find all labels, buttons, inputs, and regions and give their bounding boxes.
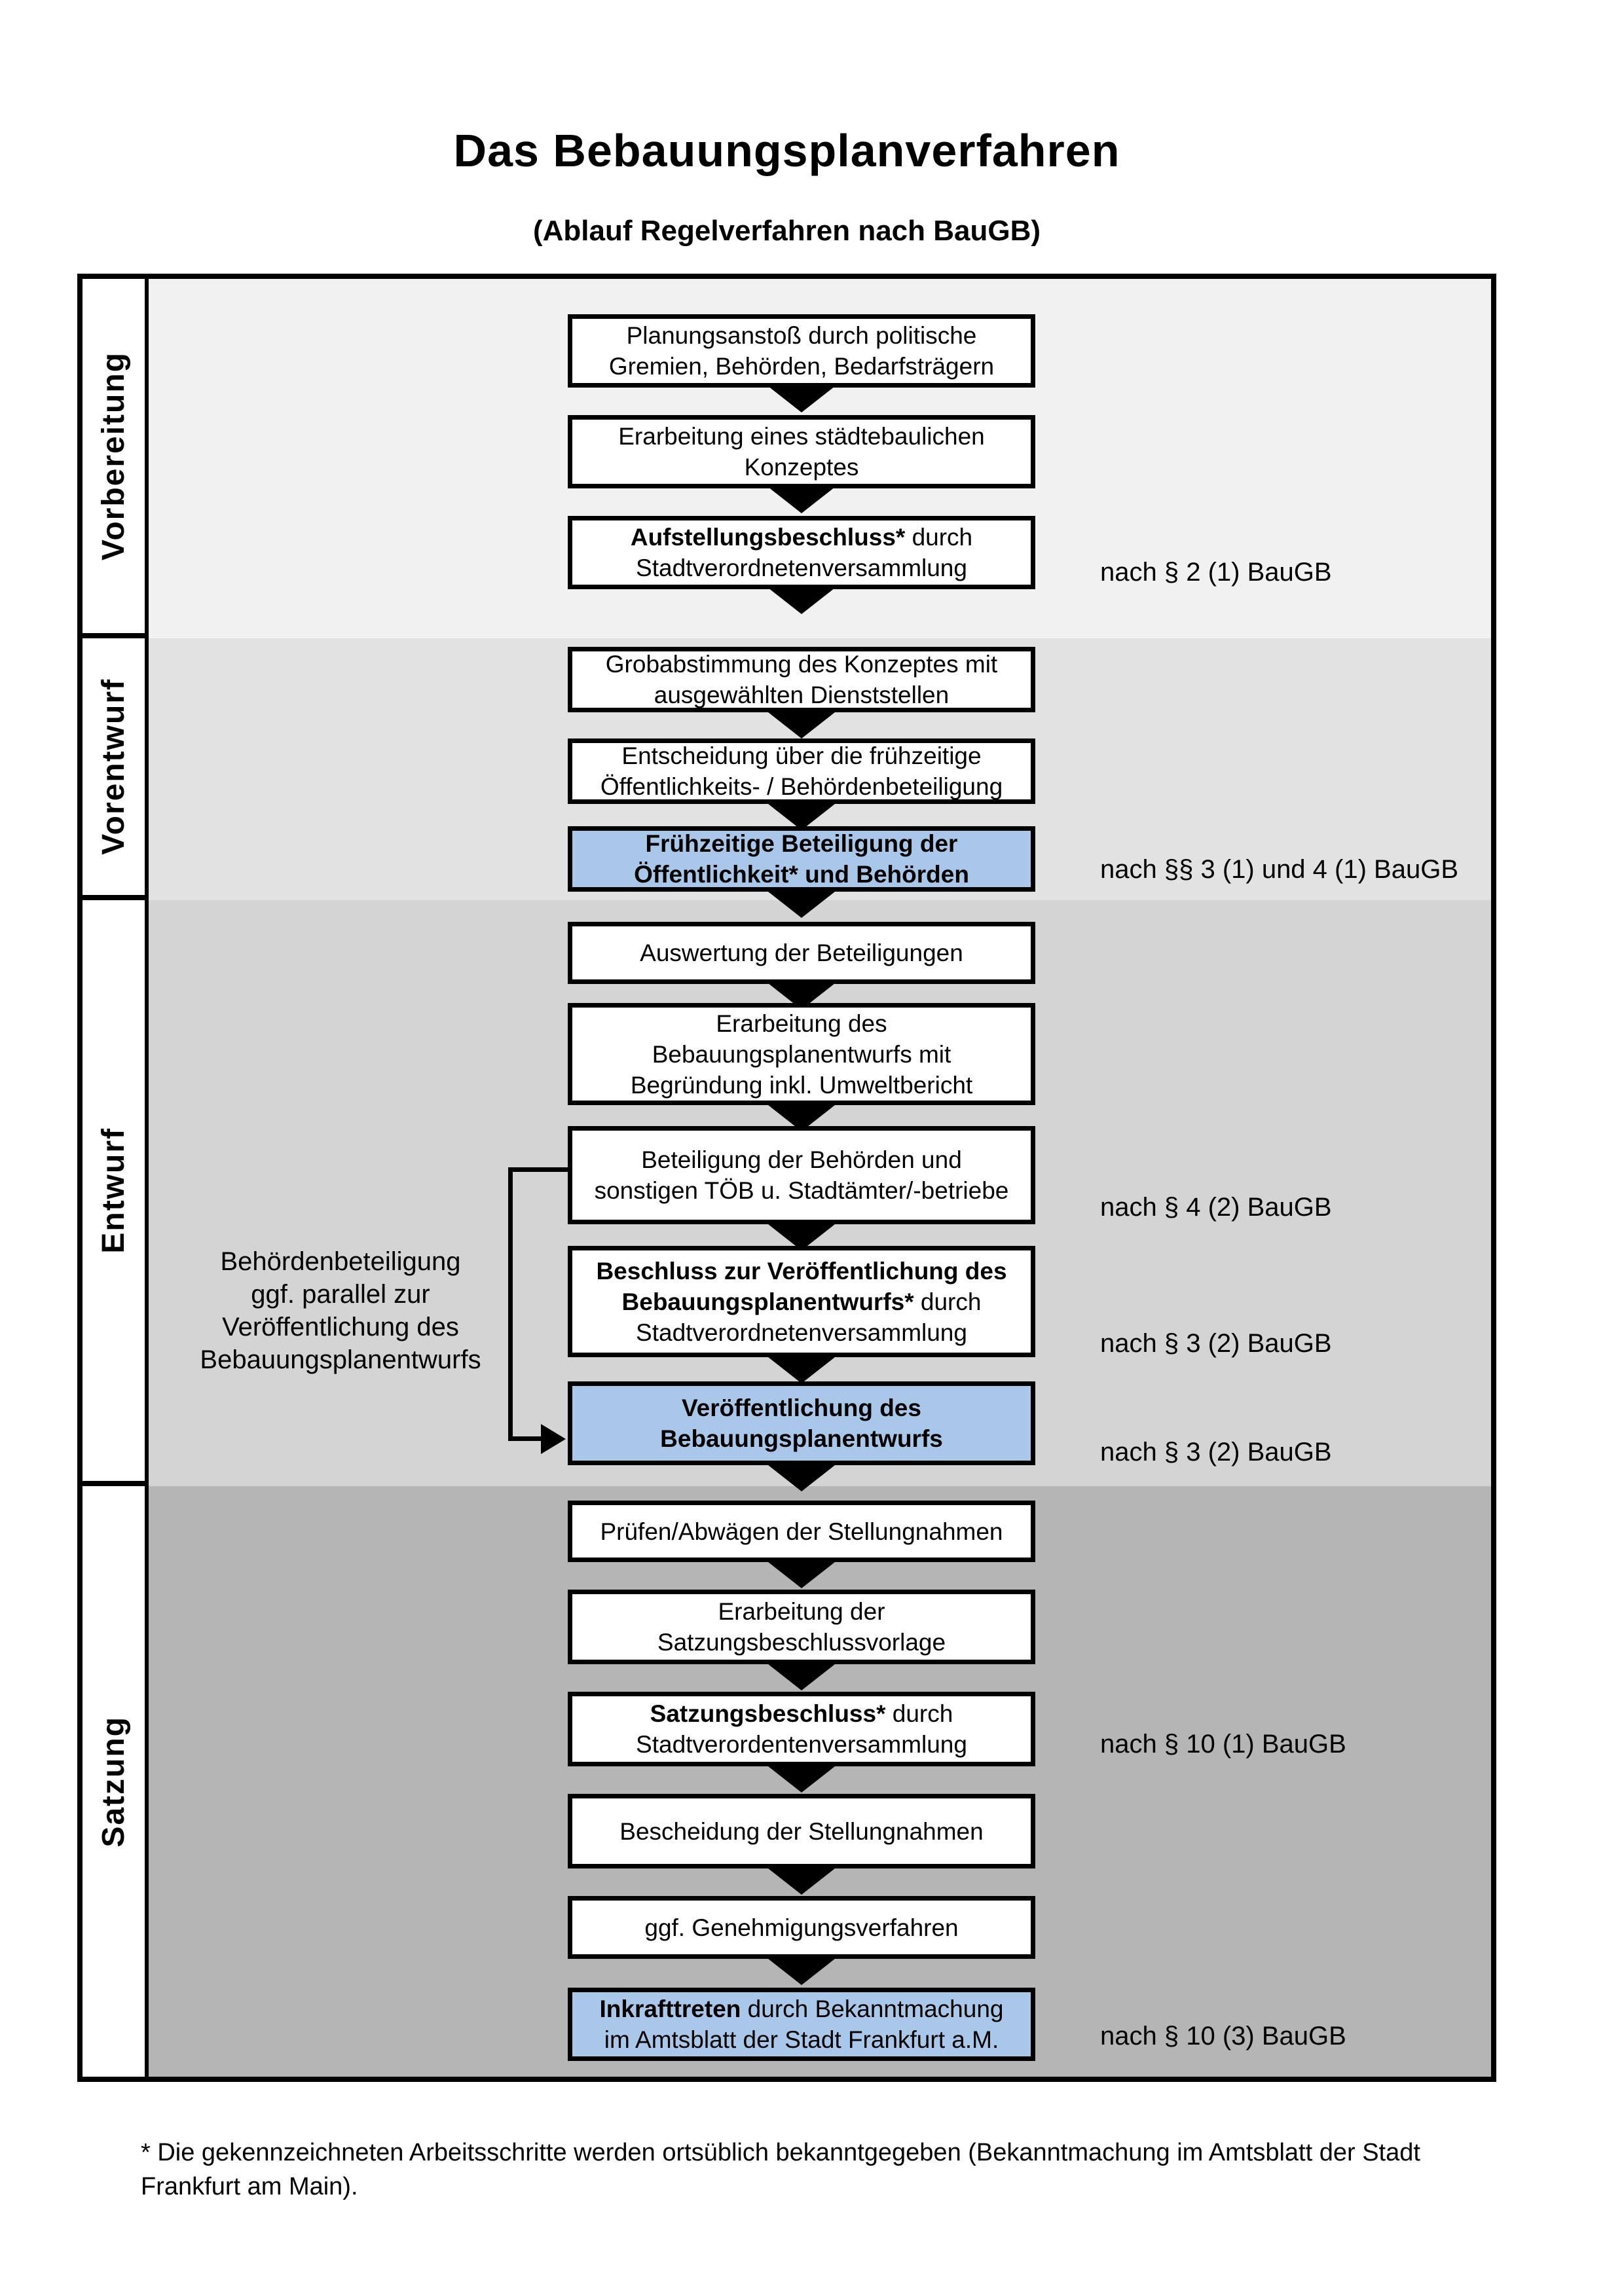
phase-cell-vorbereitung: Vorbereitung: [83, 279, 145, 638]
box-text-line: Begründung inkl. Umweltbericht: [630, 1071, 973, 1099]
flow-box-auswertung: Auswertung der Beteiligungen: [568, 922, 1035, 984]
box-text-line: Erarbeitung eines städtebaulichen: [618, 423, 985, 450]
arrow-down-icon: [765, 585, 838, 614]
arrow-down-icon: [765, 1764, 838, 1793]
box-text-line: Frühzeitige Beteiligung der: [645, 830, 958, 857]
flow-box-pruefen-abwaegen: Prüfen/Abwägen der Stellungnahmen: [568, 1501, 1035, 1562]
phase-label-entwurf: Entwurf: [96, 1127, 131, 1254]
box-text-line: Beschluss zur Veröffentlichung des: [596, 1257, 1007, 1285]
box-text-line: Bescheidung der Stellungnahmen: [619, 1817, 984, 1845]
legal-ref-fruehzeitige-beteiligung: nach §§ 3 (1) und 4 (1) BauGB: [1100, 855, 1458, 884]
flow-box-veroeffentlichung: Veröffentlichung des Bebauungsplanentwur…: [568, 1381, 1035, 1465]
box-text-line: im Amtsblatt der Stadt Frankfurt a.M.: [604, 2026, 999, 2053]
box-text-line: Beteiligung der Behörden und: [641, 1146, 962, 1173]
box-text-line: Öffentlichkeits- / Behördenbeteiligung: [600, 773, 1003, 800]
box-text-line: ausgewählten Dienststellen: [654, 682, 950, 708]
flow-box-erarbeitung-entwurf: Erarbeitung des Bebauungsplanentwurfs mi…: [568, 1003, 1035, 1105]
side-note-line: Bebauungsplanentwurfs: [200, 1345, 481, 1374]
flow-box-fruehzeitige-beteiligung: Frühzeitige Beteiligung der Öffentlichke…: [568, 826, 1035, 892]
box-text-line: Grobabstimmung des Konzeptes mit: [605, 651, 998, 678]
legal-ref-aufstellungsbeschluss: nach § 2 (1) BauGB: [1100, 558, 1332, 587]
box-text-line: Stadtverordentenversammlung: [636, 1731, 967, 1758]
flow-box-staedtebauliches-konzept: Erarbeitung eines städtebaulichen Konzep…: [568, 415, 1035, 488]
box-text-line: Konzeptes: [744, 454, 859, 481]
diagram-frame: [77, 274, 1496, 2082]
arrow-down-icon: [765, 1222, 838, 1250]
side-note-line: Veröffentlichung des: [222, 1313, 459, 1341]
legal-ref-veroeffentlichung: nach § 3 (2) BauGB: [1100, 1438, 1332, 1467]
flow-box-genehmigungsverfahren: ggf. Genehmigungsverfahren: [568, 1896, 1035, 1959]
box-text-line: Satzungsbeschluss* durch: [650, 1700, 953, 1727]
legal-ref-satzungsbeschluss: nach § 10 (1) BauGB: [1100, 1730, 1346, 1758]
page-title: Das Bebauungsplanverfahren: [453, 125, 1120, 176]
flow-box-beschluss-veroeffentlichung: Beschluss zur Veröffentlichung des Bebau…: [568, 1246, 1035, 1357]
arrow-down-icon: [765, 1355, 838, 1383]
phase-cell-satzung: Satzung: [83, 1486, 145, 2077]
box-text-line: Aufstellungsbeschluss* durch: [630, 524, 973, 551]
arrow-down-icon: [765, 1956, 838, 1985]
side-note-line: Behördenbeteiligung: [220, 1247, 461, 1276]
flow-box-satzungsbeschlussvorlage: Erarbeitung der Satzungsbeschlussvorlage: [568, 1590, 1035, 1664]
phase-cell-vorentwurf: Vorentwurf: [83, 638, 145, 900]
connector-line: [508, 1167, 513, 1441]
phase-cell-entwurf: Entwurf: [83, 900, 145, 1486]
flow-box-beteiligung-behoerden: Beteiligung der Behörden und sonstigen T…: [568, 1126, 1035, 1224]
footnote-line: Frankfurt am Main).: [141, 2173, 358, 2200]
arrow-down-icon: [765, 710, 838, 738]
connector-line: [508, 1436, 545, 1441]
arrow-down-icon: [765, 801, 838, 830]
arrow-down-icon: [765, 384, 838, 412]
phase-label-vorentwurf: Vorentwurf: [96, 678, 131, 855]
box-text-line: Stadtverordnetenversammlung: [636, 555, 967, 581]
page-subtitle: (Ablauf Regelverfahren nach BauGB): [532, 215, 1041, 247]
side-note-line: ggf. parallel zur: [251, 1280, 430, 1309]
arrow-down-icon: [765, 484, 838, 513]
box-text-line: Entscheidung über die frühzeitige: [621, 742, 982, 769]
connector-line: [508, 1167, 568, 1172]
box-text-line: Bebauungsplanentwurfs mit: [652, 1040, 951, 1068]
flow-box-satzungsbeschluss: Satzungsbeschluss* durch Stadtverordente…: [568, 1692, 1035, 1766]
box-text-line: Planungsanstoß durch politische: [626, 322, 977, 349]
arrow-down-icon: [765, 889, 838, 918]
phase-column-separator: [145, 279, 149, 2077]
flow-box-inkrafttreten: Inkrafttreten durch Bekanntmachung im Am…: [568, 1988, 1035, 2061]
box-text-line: Erarbeitung der: [718, 1598, 885, 1625]
legal-ref-behoerdenbeteiligung: nach § 4 (2) BauGB: [1100, 1193, 1332, 1222]
side-note: Behördenbeteiligung ggf. parallel zur Ve…: [170, 1245, 511, 1376]
footnote: * Die gekennzeichneten Arbeitsschritte w…: [141, 2136, 1542, 2204]
box-text-line: Gremien, Behörden, Bedarfsträgern: [608, 353, 995, 380]
box-text-line: Prüfen/Abwägen der Stellungnahmen: [600, 1518, 1003, 1545]
box-text-line: Öffentlichkeit* und Behörden: [634, 861, 969, 888]
box-text-line: Inkrafttreten durch Bekanntmachung: [599, 1995, 1004, 2022]
flow-box-grobabstimmung: Grobabstimmung des Konzeptes mit ausgewä…: [568, 647, 1035, 712]
box-text-line: Bebauungsplanentwurfs: [660, 1425, 943, 1452]
legal-ref-beschluss-veroeffentlichung: nach § 3 (2) BauGB: [1100, 1329, 1332, 1358]
arrow-down-icon: [765, 1866, 838, 1895]
box-text-line: sonstigen TÖB u. Stadtämter/-betriebe: [594, 1177, 1009, 1204]
box-text-line: Stadtverordnetenversammlung: [636, 1319, 967, 1346]
box-text-line: Auswertung der Beteiligungen: [640, 939, 963, 966]
box-text-line: ggf. Genehmigungsverfahren: [644, 1914, 959, 1941]
arrow-down-icon: [765, 1559, 838, 1588]
box-text-line: Satzungsbeschlussvorlage: [657, 1629, 946, 1656]
flow-box-aufstellungsbeschluss: Aufstellungsbeschluss* durch Stadtverord…: [568, 516, 1035, 589]
flow-box-entscheidung-beteiligung: Entscheidung über die frühzeitige Öffent…: [568, 738, 1035, 804]
phase-label-satzung: Satzung: [96, 1715, 131, 1848]
box-text-line: Erarbeitung des: [716, 1010, 887, 1037]
footnote-line: * Die gekennzeichneten Arbeitsschritte w…: [141, 2139, 1420, 2166]
flow-box-bescheidung: Bescheidung der Stellungnahmen: [568, 1794, 1035, 1868]
box-text-line: Veröffentlichung des: [682, 1394, 921, 1421]
box-text-line: Bebauungsplanentwurfs* durch: [621, 1288, 982, 1315]
flow-box-planungsanstoss: Planungsanstoß durch politische Gremien,…: [568, 314, 1035, 388]
arrow-down-icon: [765, 1463, 838, 1491]
arrow-right-icon: [541, 1424, 566, 1454]
legal-ref-inkrafttreten: nach § 10 (3) BauGB: [1100, 2022, 1346, 2050]
phase-label-vorbereitung: Vorbereitung: [96, 351, 131, 561]
arrow-down-icon: [765, 1662, 838, 1690]
